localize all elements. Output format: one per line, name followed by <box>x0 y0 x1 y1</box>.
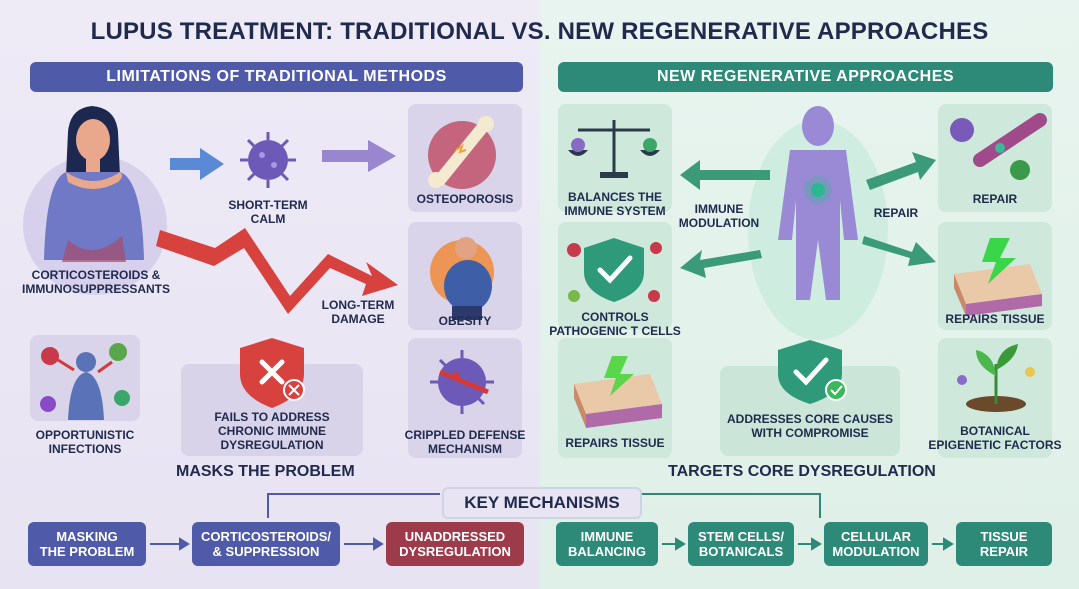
flow-stem-cells: STEM CELLS/BOTANICALS <box>688 522 794 566</box>
tissue-layers-icon <box>574 356 662 428</box>
key-mechanisms-label: KEY MECHANISMS <box>442 487 642 519</box>
controls-t-cells-label: CONTROLS PATHOGENIC T CELLS <box>549 310 681 338</box>
repairs-tissue-left-label: REPAIRS TISSUE <box>565 436 665 450</box>
botanical-plant-icon <box>957 344 1035 412</box>
check-shield-icon <box>567 238 662 302</box>
flow-corticosteroids: CORTICOSTEROIDS/& SUPPRESSION <box>192 522 340 566</box>
patient-figure-icon <box>23 106 167 295</box>
fails-to-address-label: FAILS TO ADDRESS CHRONIC IMMUNE DYSREGUL… <box>214 410 330 452</box>
repair-cells-icon <box>950 113 1047 180</box>
obesity-icon <box>430 237 494 320</box>
infections-icon <box>40 343 130 420</box>
infections-label: OPPORTUNISTIC INFECTIONS <box>35 428 135 456</box>
crippled-defense-label: CRIPPLED DEFENSE MECHANISM <box>404 428 526 456</box>
page-title: LUPUS TREATMENT: TRADITIONAL VS. NEW REG… <box>90 18 989 45</box>
masks-problem-summary: MASKS THE PROBLEM <box>176 463 355 480</box>
immune-modulation-label: IMMUNE MODULATION <box>678 202 760 230</box>
long-term-damage-label: LONG-TERM DAMAGE <box>321 298 395 326</box>
crippled-virus-icon <box>430 350 494 414</box>
targets-core-summary: TARGETS CORE DYSREGULATION <box>668 463 936 480</box>
bone-icon <box>428 116 496 189</box>
repairs-tissue-right-label: REPAIRS TISSUE <box>945 312 1045 326</box>
balance-scale-icon <box>568 120 660 178</box>
osteoporosis-label: OSTEOPOROSIS <box>416 192 514 206</box>
failed-shield-icon <box>240 338 305 408</box>
addresses-core-label: ADDRESSES CORE CAUSES WITH COMPROMISE <box>726 412 894 440</box>
botanical-label: BOTANICAL EPIGENETIC FACTORS <box>928 424 1062 452</box>
core-shield-icon <box>778 340 847 404</box>
obesity-label: OBESITY <box>438 314 492 328</box>
repair-label: REPAIR <box>972 192 1018 206</box>
repair-arrow-label: REPAIR <box>873 206 919 220</box>
patient-label: CORTICOSTEROIDS & IMMUNOSUPPRESSANTS <box>21 268 170 296</box>
traditional-methods-banner: LIMITATIONS OF TRADITIONAL METHODS <box>30 62 523 92</box>
tissue-repair-icon <box>954 238 1042 316</box>
human-body-icon <box>748 106 888 340</box>
regenerative-approaches-banner: NEW REGENERATIVE APPROACHES <box>558 62 1053 92</box>
virus-icon <box>240 132 296 188</box>
balances-label: BALANCES THE IMMUNE SYSTEM <box>564 190 666 218</box>
short-term-calm-label: SHORT-TERM CALM <box>228 198 308 226</box>
